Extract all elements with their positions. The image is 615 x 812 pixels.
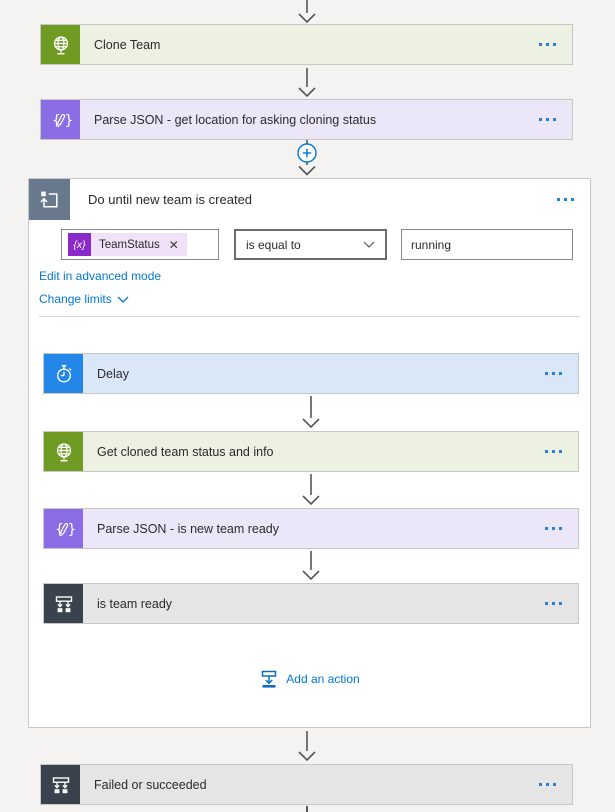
more-options-button[interactable] bbox=[545, 368, 562, 379]
chevron-down-icon bbox=[117, 296, 129, 303]
condition-icon bbox=[44, 584, 83, 623]
connector-arrow bbox=[292, 0, 322, 29]
connector-line bbox=[306, 806, 308, 812]
do-until-header[interactable]: Do until new team is created bbox=[29, 179, 590, 220]
more-options-button[interactable] bbox=[545, 598, 562, 609]
do-until-scope-container: Do until new team is created {x} TeamSta… bbox=[28, 178, 591, 728]
condition-operator-dropdown[interactable]: is equal to bbox=[234, 229, 387, 260]
scope-divider bbox=[39, 316, 580, 317]
dynamic-content-token[interactable]: {x} TeamStatus ✕ bbox=[68, 233, 187, 256]
edit-advanced-mode-link[interactable]: Edit in advanced mode bbox=[39, 269, 162, 283]
add-action-button[interactable]: Add an action bbox=[259, 669, 360, 689]
action-title: Get cloned team status and info bbox=[97, 444, 274, 459]
more-options-button[interactable] bbox=[539, 779, 556, 790]
parse-json-icon: {} bbox=[41, 100, 80, 139]
action-title: is team ready bbox=[97, 596, 173, 611]
parse-json-icon: {} bbox=[44, 509, 83, 548]
action-title: Parse JSON - is new team ready bbox=[97, 521, 280, 536]
dynamic-content-fx-icon: {x} bbox=[68, 233, 91, 256]
globe-icon bbox=[41, 25, 80, 64]
action-title: Clone Team bbox=[94, 37, 161, 52]
do-until-loop-icon bbox=[29, 179, 70, 220]
condition-left-operand-field[interactable]: {x} TeamStatus ✕ bbox=[61, 229, 219, 260]
more-options-button[interactable] bbox=[557, 194, 574, 205]
svg-text:}: } bbox=[67, 522, 76, 538]
insert-step-button[interactable] bbox=[287, 140, 327, 182]
condition-right-operand-field[interactable] bbox=[401, 229, 573, 260]
action-title: Failed or succeeded bbox=[94, 777, 207, 792]
add-action-icon bbox=[262, 670, 277, 688]
action-title: Delay bbox=[97, 366, 129, 381]
change-limits-link[interactable]: Change limits bbox=[39, 292, 129, 306]
action-card-is-team-ready[interactable]: is team ready bbox=[43, 583, 579, 624]
connector-arrow bbox=[296, 551, 326, 586]
timer-icon bbox=[44, 354, 83, 393]
action-card-delay[interactable]: Delay bbox=[43, 353, 579, 394]
condition-value-input[interactable] bbox=[402, 230, 572, 259]
connector-arrow bbox=[296, 474, 326, 511]
globe-icon bbox=[44, 432, 83, 471]
more-options-button[interactable] bbox=[545, 446, 562, 457]
svg-text:{: { bbox=[52, 113, 61, 129]
more-options-button[interactable] bbox=[539, 39, 556, 50]
remove-token-icon[interactable]: ✕ bbox=[168, 237, 179, 252]
connector-arrow bbox=[292, 731, 322, 767]
action-card-get-cloned-status[interactable]: Get cloned team status and info bbox=[43, 431, 579, 472]
action-card-parse-json-ready[interactable]: {} Parse JSON - is new team ready bbox=[43, 508, 579, 549]
action-card-parse-json-location[interactable]: {} Parse JSON - get location for asking … bbox=[40, 99, 573, 140]
action-title: Parse JSON - get location for asking clo… bbox=[94, 112, 377, 127]
chevron-down-icon bbox=[363, 241, 375, 248]
operator-selected-value: is equal to bbox=[246, 237, 301, 252]
connector-arrow bbox=[296, 396, 326, 434]
more-options-button[interactable] bbox=[545, 523, 562, 534]
connector-arrow bbox=[292, 68, 322, 103]
svg-text:}: } bbox=[64, 113, 73, 129]
condition-icon bbox=[41, 765, 80, 804]
action-card-clone-team[interactable]: Clone Team bbox=[40, 24, 573, 65]
scope-title: Do until new team is created bbox=[88, 192, 253, 207]
more-options-button[interactable] bbox=[539, 114, 556, 125]
svg-text:{: { bbox=[55, 522, 64, 538]
token-label: TeamStatus bbox=[99, 238, 160, 251]
action-card-failed-or-succeeded[interactable]: Failed or succeeded bbox=[40, 764, 573, 805]
